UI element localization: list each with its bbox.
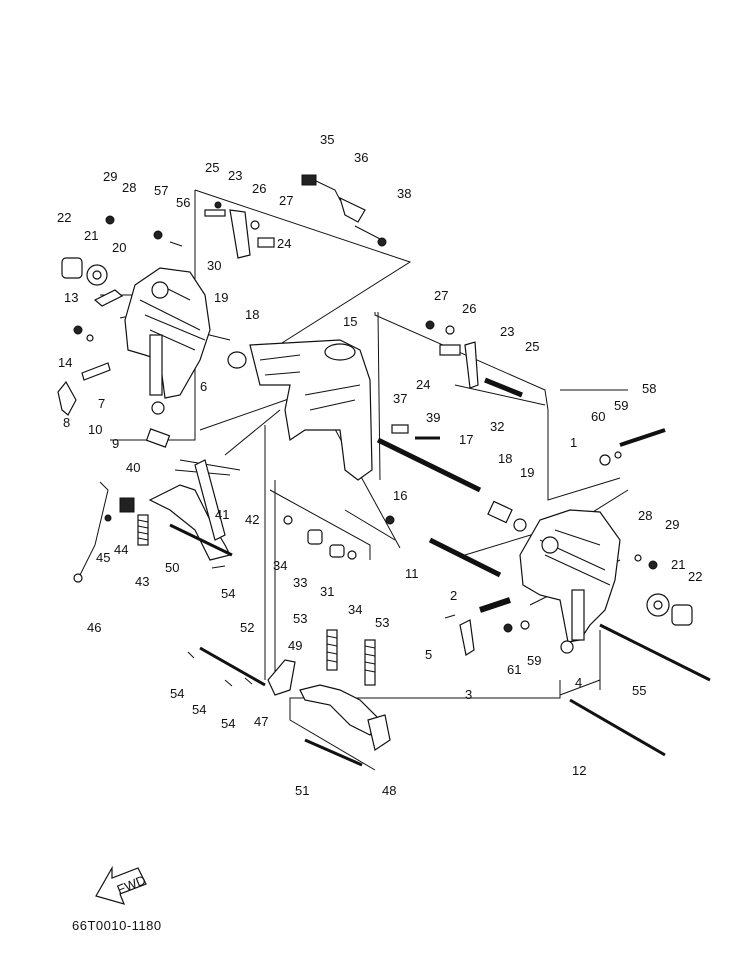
callout-30: 30 xyxy=(207,258,221,273)
callout-27: 27 xyxy=(279,193,293,208)
callout-24: 24 xyxy=(277,236,291,251)
callout-42: 42 xyxy=(245,512,259,527)
callout-29: 29 xyxy=(103,169,117,184)
callout-44: 44 xyxy=(114,542,128,557)
callout-49: 49 xyxy=(288,638,302,653)
callout-27: 27 xyxy=(434,288,448,303)
callout-25: 25 xyxy=(525,339,539,354)
callout-2: 2 xyxy=(450,588,457,603)
callout-22: 22 xyxy=(688,569,702,584)
callout-56: 56 xyxy=(176,195,190,210)
callout-35: 35 xyxy=(320,132,334,147)
callout-25: 25 xyxy=(205,160,219,175)
callout-19: 19 xyxy=(520,465,534,480)
callout-54: 54 xyxy=(170,686,184,701)
callout-22: 22 xyxy=(57,210,71,225)
callout-54: 54 xyxy=(221,716,235,731)
callout-31: 31 xyxy=(320,584,334,599)
forward-arrow-icon: FWD xyxy=(95,865,148,905)
part-shapes: FWD xyxy=(57,174,711,905)
callout-7: 7 xyxy=(98,396,105,411)
callout-16: 16 xyxy=(393,488,407,503)
callout-54: 54 xyxy=(192,702,206,717)
callout-8: 8 xyxy=(63,415,70,430)
callout-9: 9 xyxy=(112,436,119,451)
callout-23: 23 xyxy=(228,168,242,183)
callout-28: 28 xyxy=(122,180,136,195)
callout-15: 15 xyxy=(343,314,357,329)
callout-33: 33 xyxy=(293,575,307,590)
callout-3: 3 xyxy=(465,687,472,702)
callout-48: 48 xyxy=(382,783,396,798)
callout-52: 52 xyxy=(240,620,254,635)
callout-20: 20 xyxy=(112,240,126,255)
callout-19: 19 xyxy=(214,290,228,305)
callout-38: 38 xyxy=(397,186,411,201)
callout-4: 4 xyxy=(575,675,582,690)
callout-40: 40 xyxy=(126,460,140,475)
callout-26: 26 xyxy=(252,181,266,196)
callout-6: 6 xyxy=(200,379,207,394)
callout-23: 23 xyxy=(500,324,514,339)
callout-47: 47 xyxy=(254,714,268,729)
callout-34: 34 xyxy=(348,602,362,617)
callout-60: 60 xyxy=(591,409,605,424)
callout-14: 14 xyxy=(58,355,72,370)
callout-1: 1 xyxy=(570,435,577,450)
callout-39: 39 xyxy=(426,410,440,425)
callout-50: 50 xyxy=(165,560,179,575)
callout-32: 32 xyxy=(490,419,504,434)
callout-53: 53 xyxy=(375,615,389,630)
callout-21: 21 xyxy=(671,557,685,572)
callout-37: 37 xyxy=(393,391,407,406)
callout-59: 59 xyxy=(527,653,541,668)
leader-lines xyxy=(100,189,629,771)
callout-12: 12 xyxy=(572,763,586,778)
drawing-code: 66T0010-1180 xyxy=(72,918,162,933)
callout-53: 53 xyxy=(293,611,307,626)
callout-61: 61 xyxy=(507,662,521,677)
callout-45: 45 xyxy=(96,550,110,565)
callout-29: 29 xyxy=(665,517,679,532)
callout-59: 59 xyxy=(614,398,628,413)
callout-57: 57 xyxy=(154,183,168,198)
callout-58: 58 xyxy=(642,381,656,396)
callout-5: 5 xyxy=(425,647,432,662)
callout-17: 17 xyxy=(459,432,473,447)
callout-11: 11 xyxy=(405,566,419,581)
callout-55: 55 xyxy=(632,683,646,698)
callout-21: 21 xyxy=(84,228,98,243)
callout-43: 43 xyxy=(135,574,149,589)
callout-34: 34 xyxy=(273,558,287,573)
callout-18: 18 xyxy=(498,451,512,466)
callout-46: 46 xyxy=(87,620,101,635)
callout-24: 24 xyxy=(416,377,430,392)
callout-18: 18 xyxy=(245,307,259,322)
callout-26: 26 xyxy=(462,301,476,316)
callout-54: 54 xyxy=(221,586,235,601)
callout-28: 28 xyxy=(638,508,652,523)
callout-36: 36 xyxy=(354,150,368,165)
callout-41: 41 xyxy=(215,507,229,522)
callout-13: 13 xyxy=(64,290,78,305)
callout-10: 10 xyxy=(88,422,102,437)
callout-51: 51 xyxy=(295,783,309,798)
